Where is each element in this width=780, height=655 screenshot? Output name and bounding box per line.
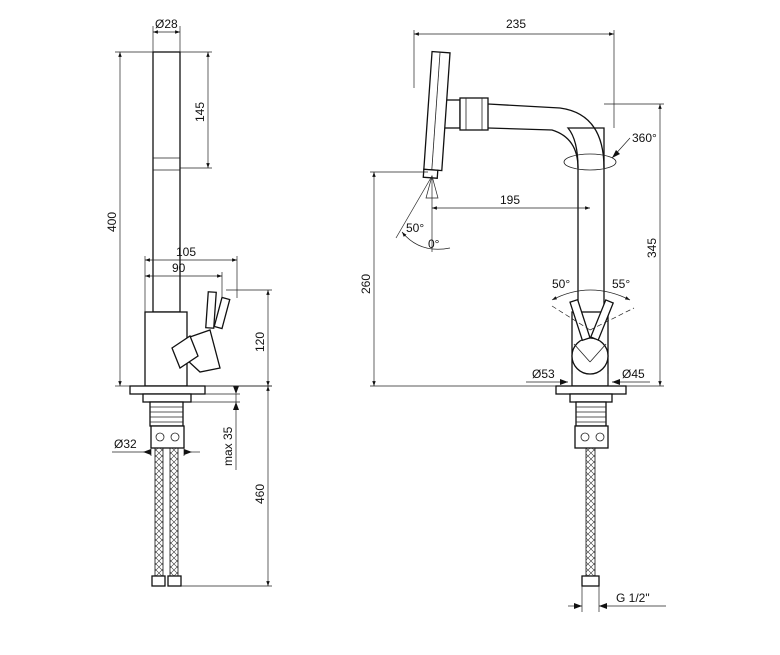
side-hose <box>585 447 596 577</box>
dim-reach-front: 105 <box>176 245 196 259</box>
dim-lever-height: 120 <box>253 332 267 352</box>
side-body-circle <box>571 337 609 375</box>
dim-hose-length: 460 <box>253 484 267 504</box>
front-view: Ø28 145 400 105 90 120 Ø32 <box>105 17 272 587</box>
dim-spout-diameter: Ø28 <box>155 17 178 31</box>
dim-total-height: 400 <box>105 212 119 232</box>
dim-lever-left: 50° <box>552 277 570 291</box>
front-hose-connector <box>150 425 185 449</box>
dim-spout-angle: 50° <box>406 221 424 235</box>
front-hose-right <box>169 447 179 577</box>
dim-spout-reach: 195 <box>500 193 520 207</box>
side-spray-head <box>422 50 451 179</box>
side-hose-connector <box>574 425 609 449</box>
dim-thread: G 1/2" <box>616 591 650 605</box>
dim-swivel: 360° <box>632 131 657 145</box>
dim-total-reach: 235 <box>506 17 526 31</box>
dim-spout-length: 145 <box>193 102 207 122</box>
dim-lever-right: 55° <box>612 277 630 291</box>
dim-base-diameter: Ø53 <box>532 367 555 381</box>
dim-spout-zero: 0° <box>428 237 440 251</box>
front-deck-plate <box>129 385 206 395</box>
front-hose-left <box>154 447 164 577</box>
front-spout <box>152 51 181 313</box>
dim-body-diameter: Ø45 <box>622 367 645 381</box>
front-lever <box>171 291 231 373</box>
dim-reach-body: 90 <box>172 261 186 275</box>
dim-hose-diameter: Ø32 <box>114 437 137 451</box>
dim-max-deck: max 35 <box>221 426 235 466</box>
side-deck-plate <box>555 385 627 395</box>
dim-side-height: 345 <box>645 238 659 258</box>
side-view: 235 360° 195 50° 0° 345 260 50° 55° <box>359 17 666 612</box>
dim-outlet-height: 260 <box>359 274 373 294</box>
